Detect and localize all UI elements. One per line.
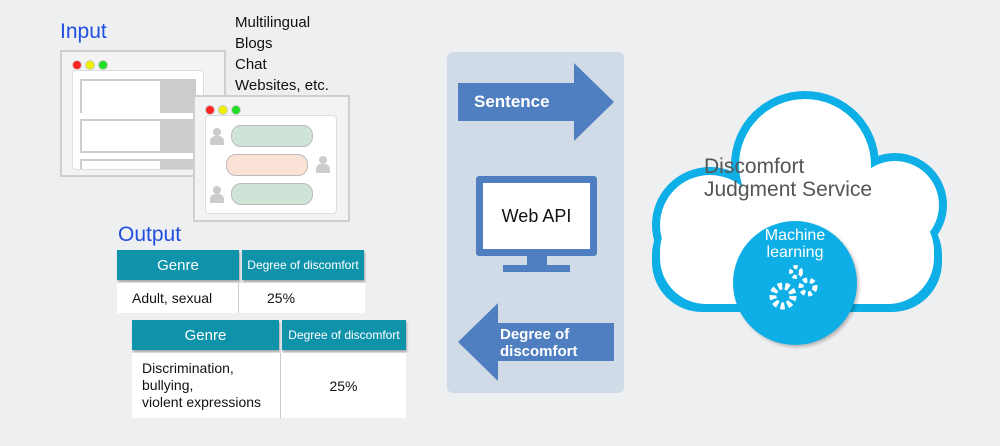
blog-window-illustration bbox=[60, 50, 226, 177]
monitor-icon: Web API bbox=[476, 176, 597, 256]
request-arrow-icon bbox=[458, 63, 614, 141]
column-header-genre: Genre bbox=[132, 320, 279, 350]
column-header-degree: Degree of discomfort bbox=[242, 250, 364, 280]
window-controls-icon bbox=[205, 102, 348, 120]
user-icon bbox=[210, 186, 224, 204]
genre-cell: Discrimination, bullying, violent expres… bbox=[132, 353, 281, 418]
output-table-1: Genre Degree of discomfort Adult, sexual… bbox=[117, 250, 365, 313]
degree-cell: 25% bbox=[239, 283, 365, 313]
window-controls-icon bbox=[72, 57, 224, 75]
degree-cell: 25% bbox=[281, 353, 406, 418]
table-row: Adult, sexual 25% bbox=[117, 283, 365, 313]
output-table-2: Genre Degree of discomfort Discriminatio… bbox=[132, 320, 406, 418]
table-row: Discrimination, bullying, violent expres… bbox=[132, 353, 406, 418]
response-label: Degree of discomfort bbox=[500, 326, 578, 360]
column-header-degree: Degree of discomfort bbox=[282, 320, 406, 350]
source-item: Multilingual bbox=[235, 14, 311, 31]
gears-icon bbox=[769, 265, 818, 310]
genre-cell: Adult, sexual bbox=[117, 283, 239, 313]
machine-learning-label: Machine learning bbox=[764, 227, 826, 261]
input-sources: Multilingual Blogs Chat Websites, etc. bbox=[235, 12, 329, 96]
service-title: Discomfort Judgment Service bbox=[704, 155, 873, 201]
source-item: Websites, etc. bbox=[235, 77, 329, 94]
user-icon bbox=[316, 156, 330, 174]
column-header-genre: Genre bbox=[117, 250, 239, 280]
output-heading: Output bbox=[118, 223, 182, 246]
request-label: Sentence bbox=[474, 92, 550, 111]
response-arrow-icon bbox=[458, 303, 614, 381]
source-item: Chat bbox=[235, 56, 267, 73]
chat-window-illustration bbox=[193, 95, 350, 222]
cloud-icon bbox=[652, 91, 947, 312]
web-api-label: Web API bbox=[483, 183, 590, 249]
machine-learning-badge: Machine learning bbox=[733, 221, 857, 345]
source-item: Blogs bbox=[235, 35, 273, 52]
input-heading: Input bbox=[60, 20, 107, 43]
user-icon bbox=[210, 128, 224, 146]
